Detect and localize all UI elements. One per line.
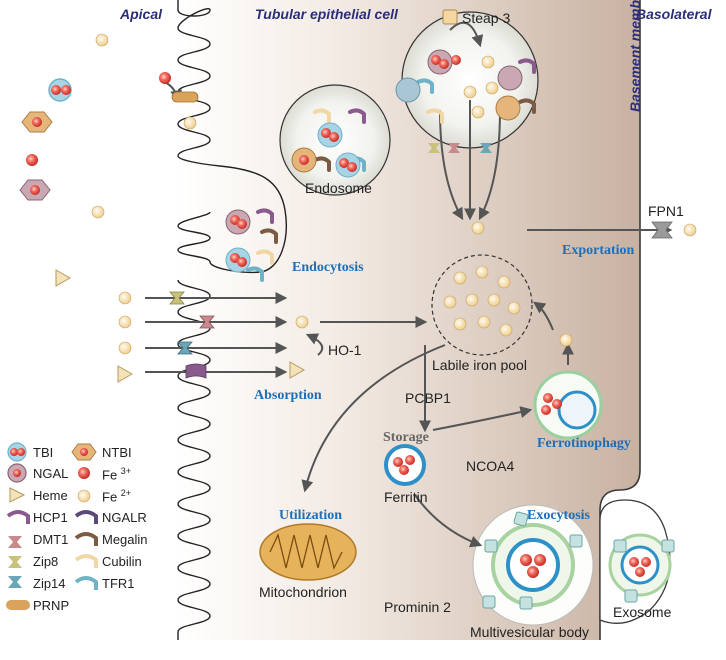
label-absorption: Absorption (254, 388, 322, 403)
mvb-ferritin (506, 538, 560, 592)
label-pcbp1: PCBP1 (405, 390, 451, 406)
basolateral-membrane (599, 0, 641, 640)
fe3-ions (26, 55, 651, 578)
hcp1-icon (185, 363, 207, 379)
legend-label: HCP1 (33, 510, 68, 525)
label-utilization: Utilization (279, 508, 342, 523)
label-labile-iron-pool: Labile iron pool (432, 357, 527, 373)
ferritin-shell (384, 444, 426, 486)
label-endosome: Endosome (305, 180, 372, 196)
legend-icons (6, 442, 98, 610)
steap3-icon (442, 9, 458, 25)
labile-iron-pool (431, 254, 533, 356)
header-basement: Basement membrane (627, 0, 643, 112)
legend-label: NGALR (102, 510, 147, 525)
legend-label: NGAL (33, 466, 69, 481)
label-ferritin: Ferritin (384, 489, 428, 505)
dmt1-icon (199, 315, 215, 329)
header-cell: Tubular epithelial cell (255, 6, 398, 22)
label-endocytosis: Endocytosis (292, 260, 364, 275)
arrows (145, 21, 673, 548)
prominin2-markers (482, 511, 675, 610)
label-ncoa4: NCOA4 (466, 458, 515, 474)
mitochondrion-cristae (269, 533, 343, 570)
mitochondrion-organelle (259, 523, 357, 581)
membrane-transporters (169, 91, 673, 379)
exosome-ferritin (620, 545, 660, 585)
legend-label: Zip8 (33, 554, 59, 569)
header-basolateral: Basolateral (636, 6, 712, 22)
legend-label: Heme (33, 488, 68, 503)
legend-label-fe3: Fe 3+ (102, 466, 132, 483)
autophagosome-ferritin (557, 390, 597, 430)
fpn1-icon (651, 221, 673, 239)
label-ho1: HO-1 (328, 342, 362, 358)
legend-label: Megalin (102, 532, 148, 547)
label-ferritinophagy: Ferrotinophagy (537, 436, 631, 451)
fe2-ions (91, 33, 697, 355)
label-exocytosis: Exocytosis (527, 508, 590, 523)
legend-label: PRNP (33, 598, 70, 613)
legend-label: Cubilin (102, 554, 142, 569)
label-exosome: Exosome (613, 604, 672, 620)
vesicle-dmt1 (448, 143, 460, 153)
legend-label: DMT1 (33, 532, 69, 547)
label-steap3: Steap 3 (462, 10, 511, 26)
legend-label: TBI (33, 445, 54, 460)
label-storage: Storage (383, 430, 429, 445)
zip14-icon (177, 341, 193, 355)
microvilli-membrane (177, 0, 287, 640)
label-fpn1: FPN1 (648, 203, 684, 219)
label-prominin2: Prominin 2 (384, 599, 451, 615)
legend-label-fe2: Fe 2+ (102, 488, 132, 505)
zip8-icon (169, 291, 185, 305)
vesicle-zip14 (480, 143, 492, 153)
prnp-icon (171, 91, 199, 103)
label-mvb: Multivesicular body (470, 624, 590, 640)
legend-label: TFR1 (102, 576, 135, 591)
vesicle-zip8 (428, 143, 440, 153)
label-exportation: Exportation (562, 243, 635, 258)
label-mitochondrion: Mitochondrion (259, 584, 347, 600)
legend-label: NTBI (102, 445, 132, 460)
legend-label: Zip14 (33, 576, 66, 591)
header-apical: Apical (120, 6, 163, 22)
